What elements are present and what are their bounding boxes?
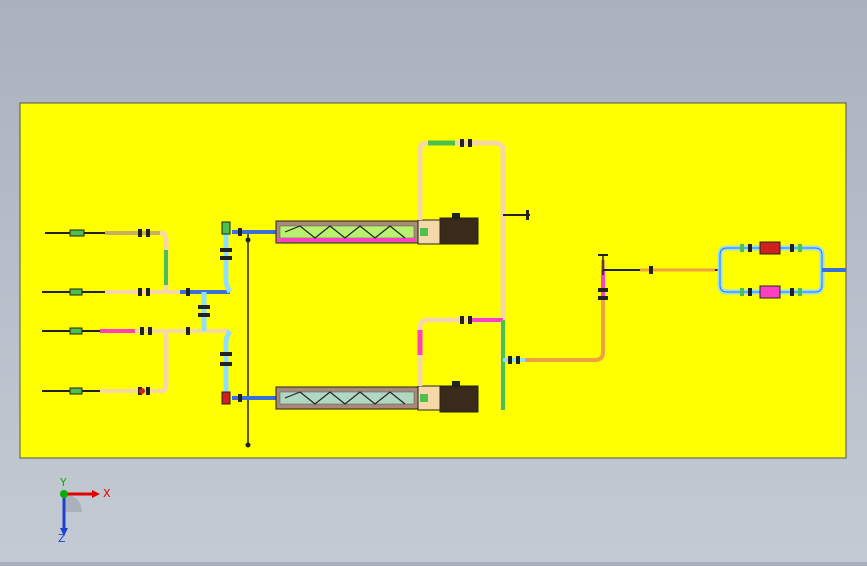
inlet-line-4[interactable]: [42, 387, 160, 395]
inlet-line-1[interactable]: [45, 229, 169, 290]
manifold-header[interactable]: [198, 221, 233, 405]
screw-conveyor-lower[interactable]: [232, 381, 479, 413]
screw-conveyor-upper[interactable]: [232, 213, 479, 245]
inlet-manifold[interactable]: [42, 221, 251, 448]
outlet-loop[interactable]: [603, 241, 846, 299]
coordinate-triad: X Y Z: [40, 476, 111, 546]
motor-lower: [439, 385, 479, 413]
motor-upper: [439, 217, 479, 245]
inlet-line-3[interactable]: [42, 327, 230, 394]
y-axis-label: Y: [60, 476, 67, 489]
z-axis-label: Z: [58, 532, 66, 545]
y-axis-marker: [60, 490, 68, 498]
discharge-piping[interactable]: [417, 139, 608, 410]
riser-pipe: [525, 260, 605, 362]
x-axis-label: X: [103, 487, 111, 500]
